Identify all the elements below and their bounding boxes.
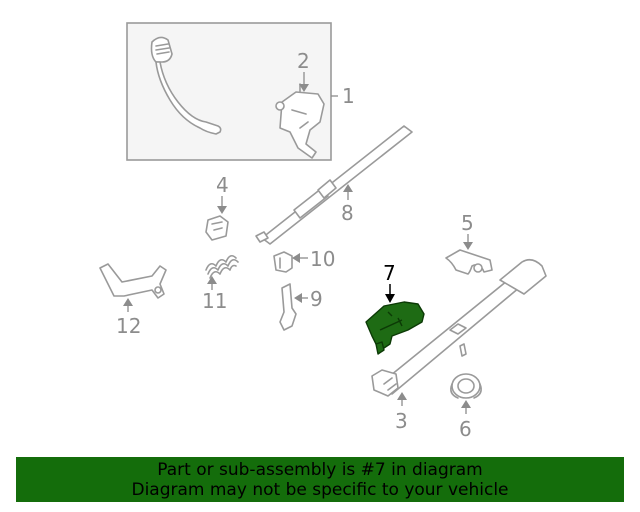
callout-4-arrow	[217, 206, 227, 214]
steering-column-part[interactable]	[371, 258, 547, 397]
column-mount-part[interactable]	[445, 249, 493, 275]
callout-11[interactable]: 11	[202, 289, 227, 313]
callout-5[interactable]: 5	[461, 211, 474, 235]
callout-12-arrow	[123, 298, 133, 306]
callout-5-arrow	[463, 242, 473, 250]
sub-assembly-box	[126, 22, 332, 161]
retainer-clip-part[interactable]	[273, 251, 293, 273]
callout-2[interactable]: 2	[297, 49, 310, 73]
parts-diagram: 1 2 3 4 5 6 7 8 9 10 11 12	[99, 22, 547, 441]
shift-lever-part[interactable]	[150, 36, 222, 135]
callout-8[interactable]: 8	[341, 201, 354, 225]
callout-8-arrow	[343, 184, 353, 192]
upper-shaft-part[interactable]	[255, 125, 413, 245]
banner-line-2: Diagram may not be specific to your vehi…	[131, 479, 509, 500]
callout-7[interactable]: 7	[383, 261, 396, 285]
lever-part[interactable]	[279, 283, 297, 331]
callout-6-arrow	[461, 400, 471, 408]
callout-12[interactable]: 12	[116, 314, 141, 338]
callout-9[interactable]: 9	[310, 287, 323, 311]
callout-6[interactable]: 6	[459, 417, 472, 441]
callout-11-arrow	[207, 276, 217, 284]
bracket-part[interactable]	[99, 263, 167, 299]
highlighted-part-7[interactable]	[365, 301, 425, 355]
callout-4[interactable]: 4	[216, 173, 229, 197]
callout-9-arrow	[294, 293, 302, 303]
callout-3[interactable]: 3	[395, 409, 408, 433]
callout-10[interactable]: 10	[310, 247, 335, 271]
callout-2-arrow	[299, 84, 309, 92]
bushing-part[interactable]	[450, 373, 482, 399]
callout-10-arrow	[292, 253, 300, 263]
shift-bracket-part[interactable]	[275, 83, 325, 159]
callout-1[interactable]: 1	[342, 84, 355, 108]
banner-line-1: Part or sub-assembly is #7 in diagram	[157, 459, 483, 480]
spring-part[interactable]	[205, 254, 239, 279]
clip-part[interactable]	[205, 215, 229, 241]
info-banner: Part or sub-assembly is #7 in diagram Di…	[16, 457, 624, 502]
callout-7-arrow	[385, 294, 395, 303]
callout-3-arrow	[397, 392, 407, 400]
